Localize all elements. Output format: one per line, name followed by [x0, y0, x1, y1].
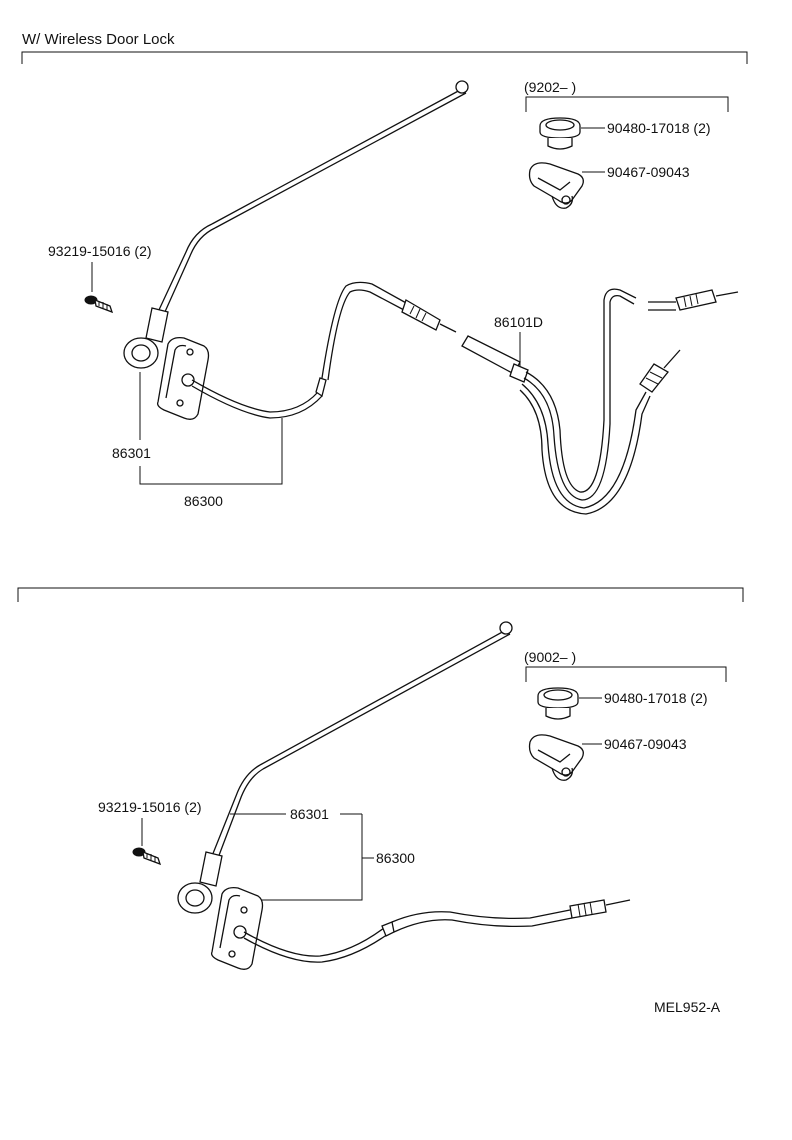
upper-mast-label: 86301 [112, 445, 151, 461]
lower-assembly-label: 86300 [376, 850, 415, 866]
diagram-code: MEL952-A [654, 999, 721, 1015]
upper-antenna-cable [191, 281, 457, 419]
upper-assembly-label: 86300 [184, 493, 223, 509]
lower-grommet-icon [537, 687, 579, 720]
lower-date-range: (9002– ) [524, 649, 576, 665]
lower-mounting-plate [210, 886, 264, 970]
lower-section-bracket [17, 587, 744, 602]
upper-cable-label: 86101D [494, 314, 543, 330]
lower-assembly-bracket [262, 814, 363, 901]
lower-screw-label: 93219-15016 (2) [98, 799, 202, 815]
section-title: W/ Wireless Door Lock [22, 31, 175, 48]
upper-extension-cable [461, 288, 739, 515]
upper-grommet-label: 90480-17018 (2) [607, 120, 711, 136]
upper-date-range: (9202– ) [524, 79, 576, 95]
lower-antenna-mast [177, 621, 513, 914]
lower-mast-label: 86301 [290, 806, 329, 822]
lower-screw-icon [132, 847, 162, 866]
upper-section-bracket [21, 51, 748, 64]
upper-mounting-plate [156, 336, 210, 420]
lower-antenna-cable [243, 899, 631, 963]
upper-date-bracket [525, 96, 729, 112]
upper-grommet-icon [539, 117, 581, 150]
upper-clip-label: 90467-09043 [607, 164, 690, 180]
upper-screw-label: 93219-15016 (2) [48, 243, 152, 259]
upper-screw-icon [84, 295, 114, 314]
lower-clip-icon [528, 734, 584, 781]
lower-date-bracket [525, 666, 727, 682]
lower-clip-label: 90467-09043 [604, 736, 687, 752]
lower-grommet-label: 90480-17018 (2) [604, 690, 708, 706]
upper-clip-icon [528, 162, 584, 209]
upper-assembly-bracket [139, 418, 283, 485]
upper-antenna-mast [123, 80, 469, 369]
